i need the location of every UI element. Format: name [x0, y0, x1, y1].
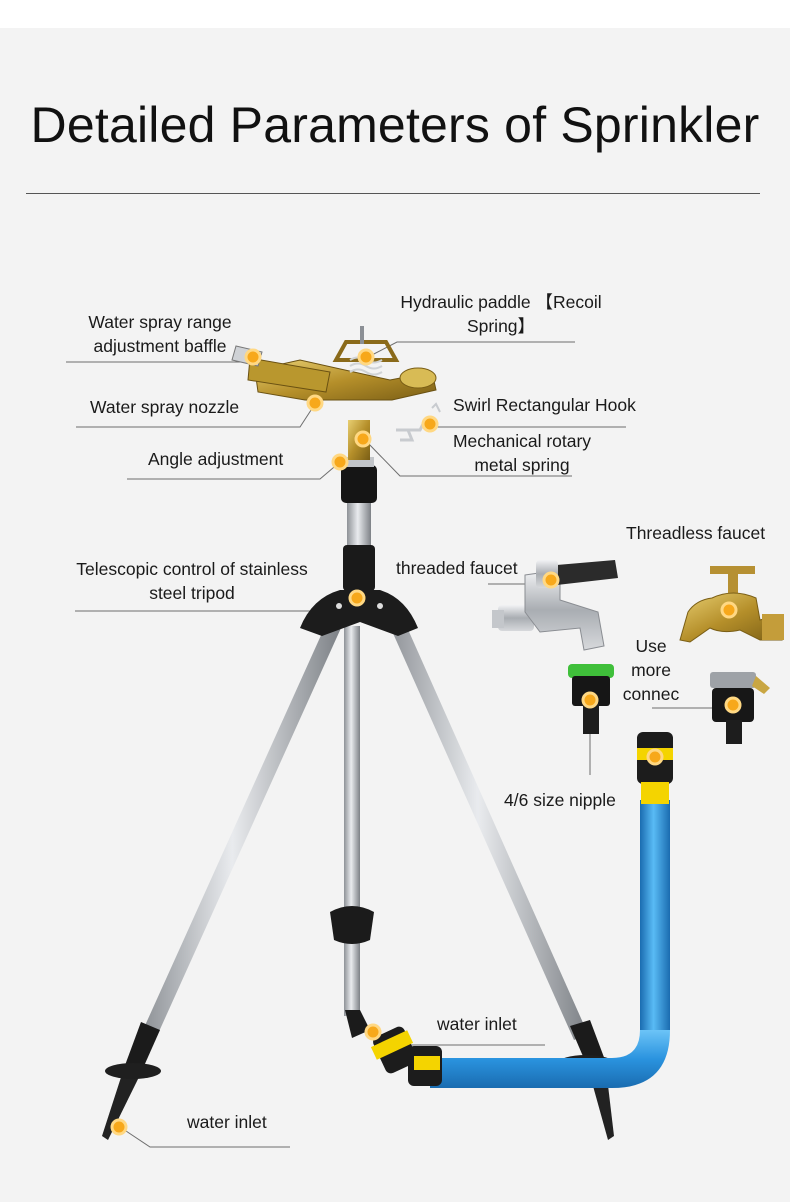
label-spray-range-line1: Water spray range [88, 312, 232, 332]
label-use-more: Use more connec [616, 634, 686, 706]
label-nipple: 4/6 size nipple [504, 790, 616, 810]
faucet-lever [545, 560, 618, 586]
marker-swirl-hook [421, 415, 439, 433]
left-foot-plate [105, 1063, 161, 1079]
label-use-more-line1: Use [635, 636, 667, 656]
marker-nipple [581, 691, 599, 709]
right-leg-tube [388, 616, 588, 1040]
green-tap-adapter [568, 664, 614, 734]
leader-mech-spring [364, 439, 572, 477]
marker-water-inlet-hose [364, 1023, 382, 1041]
center-tube-lower [344, 626, 360, 1016]
marker-spray-nozzle [306, 394, 324, 412]
marker-water-inlet-leg [110, 1118, 128, 1136]
marker-spray-range [244, 348, 262, 366]
tripod-hub [300, 590, 418, 636]
label-telescopic-line1: Telescopic control of stainless [76, 559, 308, 579]
label-spray-nozzle: Water spray nozzle [90, 397, 240, 417]
nozzle-barrel [247, 357, 331, 393]
label-telescopic-line2: steel tripod [149, 583, 235, 603]
label-threadless-faucet: Threadless faucet [626, 523, 766, 543]
page-title: Detailed Parameters of Sprinkler [30, 97, 760, 153]
left-leg-foot [124, 1022, 160, 1075]
left-leg-tube [143, 622, 341, 1036]
left-leg-spike [102, 1068, 140, 1140]
label-spray-range-line2: adjustment baffle [93, 336, 227, 356]
label-mech-spring: Mechanical rotary metal spring [440, 429, 604, 477]
label-hydraulic-paddle: Hydraulic paddle 【Recoil Spring】 [388, 290, 614, 338]
callout-markers [110, 348, 742, 1136]
marker-threadless-faucet [720, 601, 738, 619]
label-spray-range: Water spray range adjustment baffle [70, 310, 250, 358]
marker-telescopic [348, 589, 366, 607]
marker-use-more [724, 696, 742, 714]
swirl-hook [396, 421, 426, 442]
upper-tube [347, 500, 371, 550]
marker-angle [331, 453, 349, 471]
leader-hydraulic-paddle [367, 341, 575, 358]
label-angle-adjustment: Angle adjustment [148, 449, 284, 469]
paddle-plate [399, 367, 437, 389]
marker-threaded-faucet [542, 571, 560, 589]
label-water-inlet-hose: water inlet [437, 1014, 517, 1034]
tripod-legs [102, 616, 614, 1140]
label-hydraulic-paddle-line1: Hydraulic paddle 【Recoil [400, 292, 602, 312]
leader-water-inlet-leg [119, 1126, 290, 1148]
blue-hose [345, 732, 673, 1088]
spring-frame [332, 340, 400, 362]
label-water-inlet-leg: water inlet [187, 1112, 267, 1132]
marker-hydraulic-paddle [357, 348, 375, 366]
label-swirl-hook: Swirl Rectangular Hook [453, 395, 636, 415]
label-use-more-line3: connec [622, 684, 680, 704]
marker-mech-spring [354, 430, 372, 448]
center-stake [330, 906, 374, 944]
base-cap [341, 465, 377, 503]
label-hydraulic-paddle-line2: Spring】 [466, 316, 536, 336]
lock-collar [343, 545, 375, 591]
leader-spray-nozzle [76, 403, 316, 428]
universal-connector [710, 672, 770, 744]
leader-angle [127, 461, 341, 480]
marker-hose-connector [646, 748, 664, 766]
label-use-more-line2: more [631, 660, 671, 680]
tripod-head [300, 500, 418, 636]
label-mech-spring-line2: metal spring [474, 455, 570, 475]
label-mech-spring-line1: Mechanical rotary [452, 431, 592, 451]
label-telescopic: Telescopic control of stainless steel tr… [64, 557, 320, 605]
title-divider [26, 193, 760, 194]
label-threaded-faucet: threaded faucet [396, 558, 518, 578]
threaded-faucet [492, 560, 618, 651]
